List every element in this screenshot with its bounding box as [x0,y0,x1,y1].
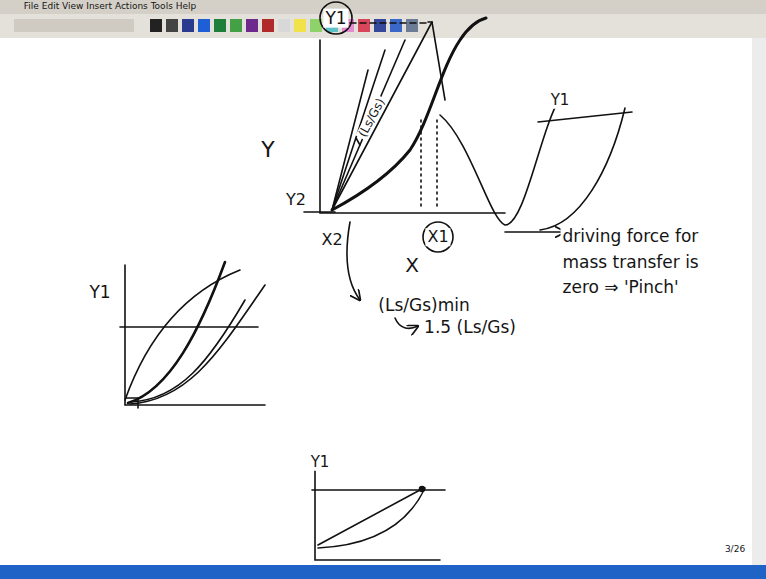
toolbar-swatches [14,19,418,32]
toolbar [0,14,766,38]
page-counter: 3/26 [723,545,747,555]
menu-text: File Edit View Insert Actions Tools Help [22,2,198,12]
axis-title: Y [259,138,276,162]
menu-bar [0,0,766,14]
main-graph [304,2,565,328]
slope-label: (Ls/Gs)min [376,296,471,315]
axis-value: Y1 [323,9,348,28]
task-bar [0,565,766,579]
left-graph [120,262,265,408]
axis-value: Y1 [87,283,112,302]
axis-value: X2 [319,231,344,249]
pinch-sketch [538,108,632,230]
note: driving force for mass transfer is zero … [561,224,730,301]
bottom-graph [312,470,445,560]
axis-value: Y1 [549,92,572,109]
axis-value: Y2 [284,191,308,209]
slope-label: 1.5 (Ls/Gs) [422,318,518,337]
axis-value: X1 [425,228,450,246]
scrollbar [752,38,766,565]
axis-value: Y1 [309,454,332,471]
axis-title: X [403,254,421,276]
